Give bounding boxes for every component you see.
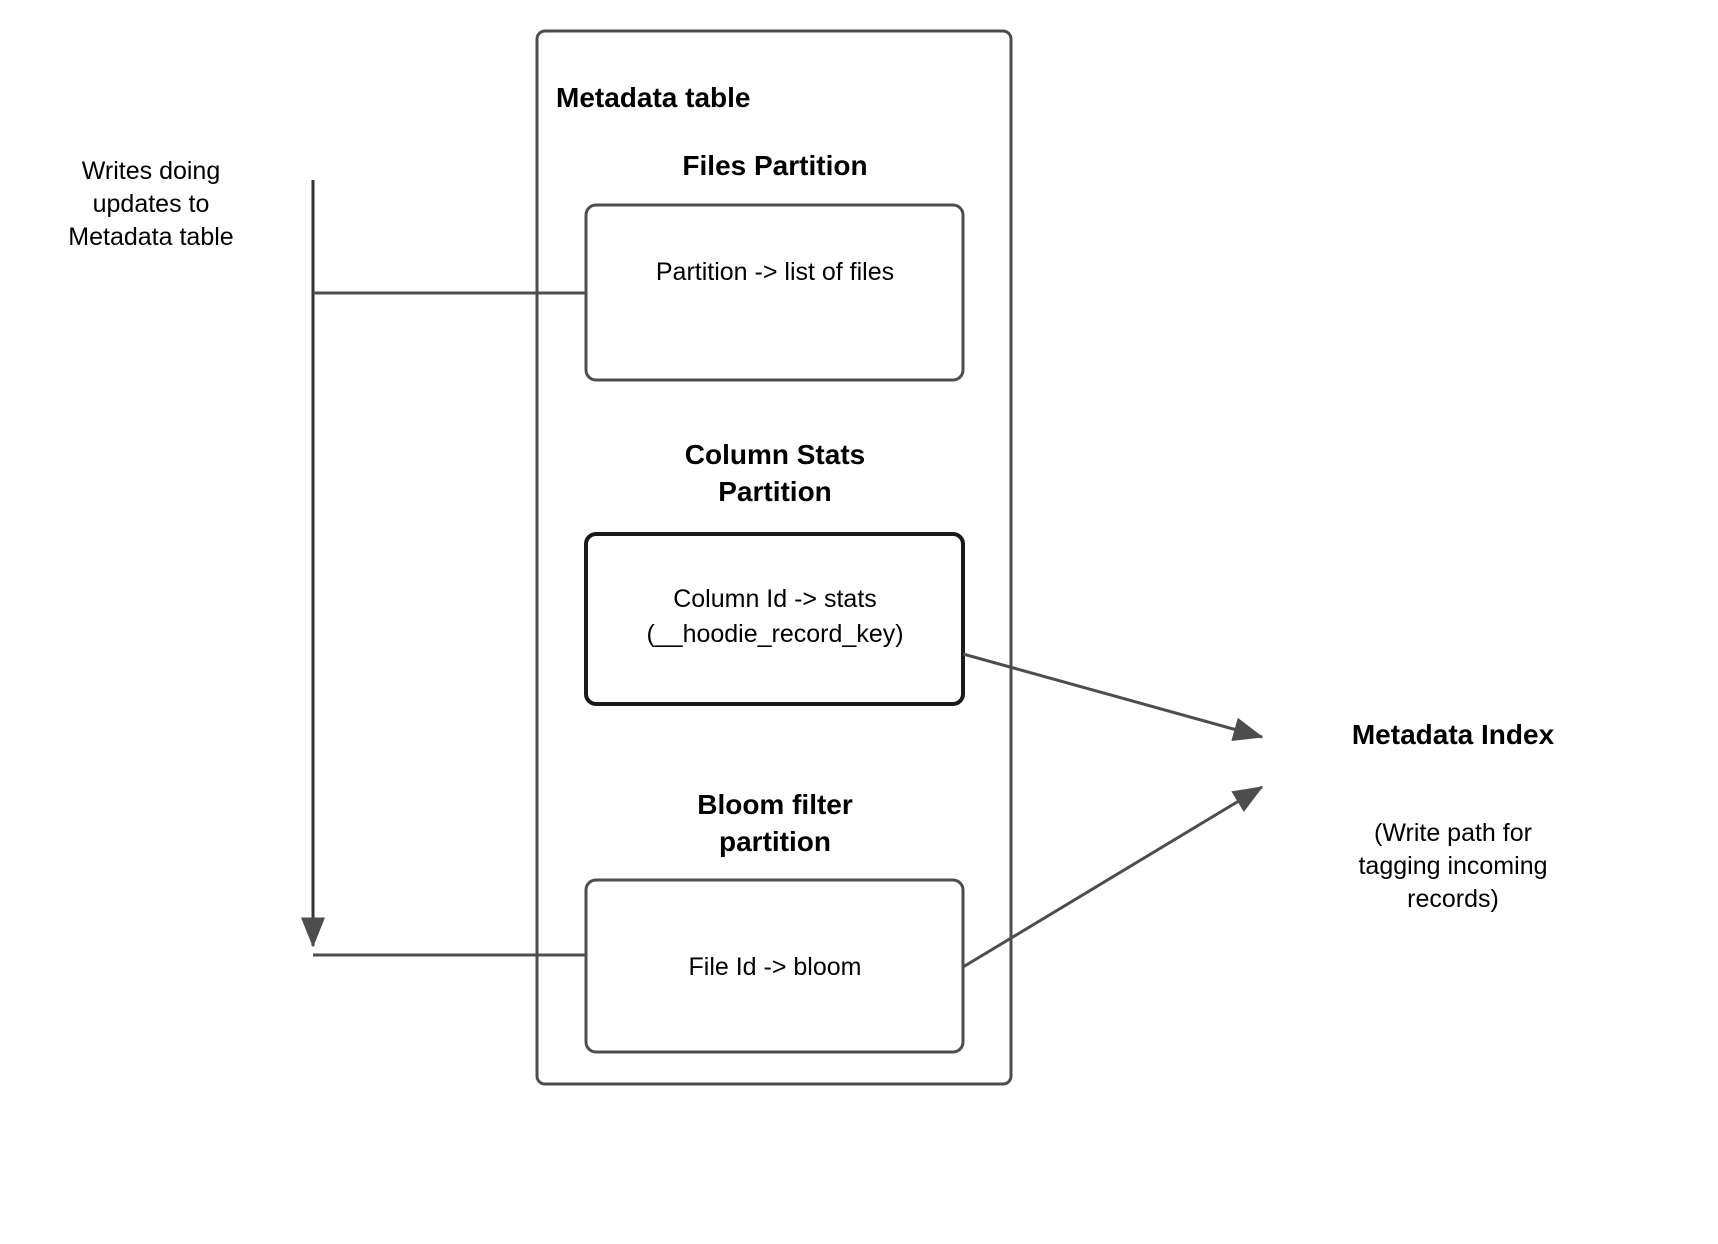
arrow-bloom-filter-to-index <box>962 785 1264 969</box>
files-partition-title: Files Partition <box>682 150 868 181</box>
metadata-index-title: Metadata Index <box>1351 719 1555 750</box>
files-partition-box <box>584 203 965 382</box>
files-partition-box-text: Partition -> list of files <box>655 258 895 286</box>
column-stats-partition-title: Column Stats Partition <box>684 439 866 507</box>
metadata-table-container <box>535 29 1013 1086</box>
metadata-index-note: (Write path for tagging incoming records… <box>1358 819 1548 913</box>
column-stats-partition-box-text: Column Id -> stats (__hoodie_record_key) <box>646 585 904 648</box>
bloom-filter-partition-box-text: File Id -> bloom <box>688 953 862 981</box>
metadata-table-title: Metadata table <box>556 82 751 113</box>
bloom-filter-partition-title: Bloom filter partition <box>697 789 853 857</box>
arrow-column-stats-to-index <box>962 652 1264 741</box>
writes-source-label: Writes doing updates to Metadata table <box>68 157 234 251</box>
